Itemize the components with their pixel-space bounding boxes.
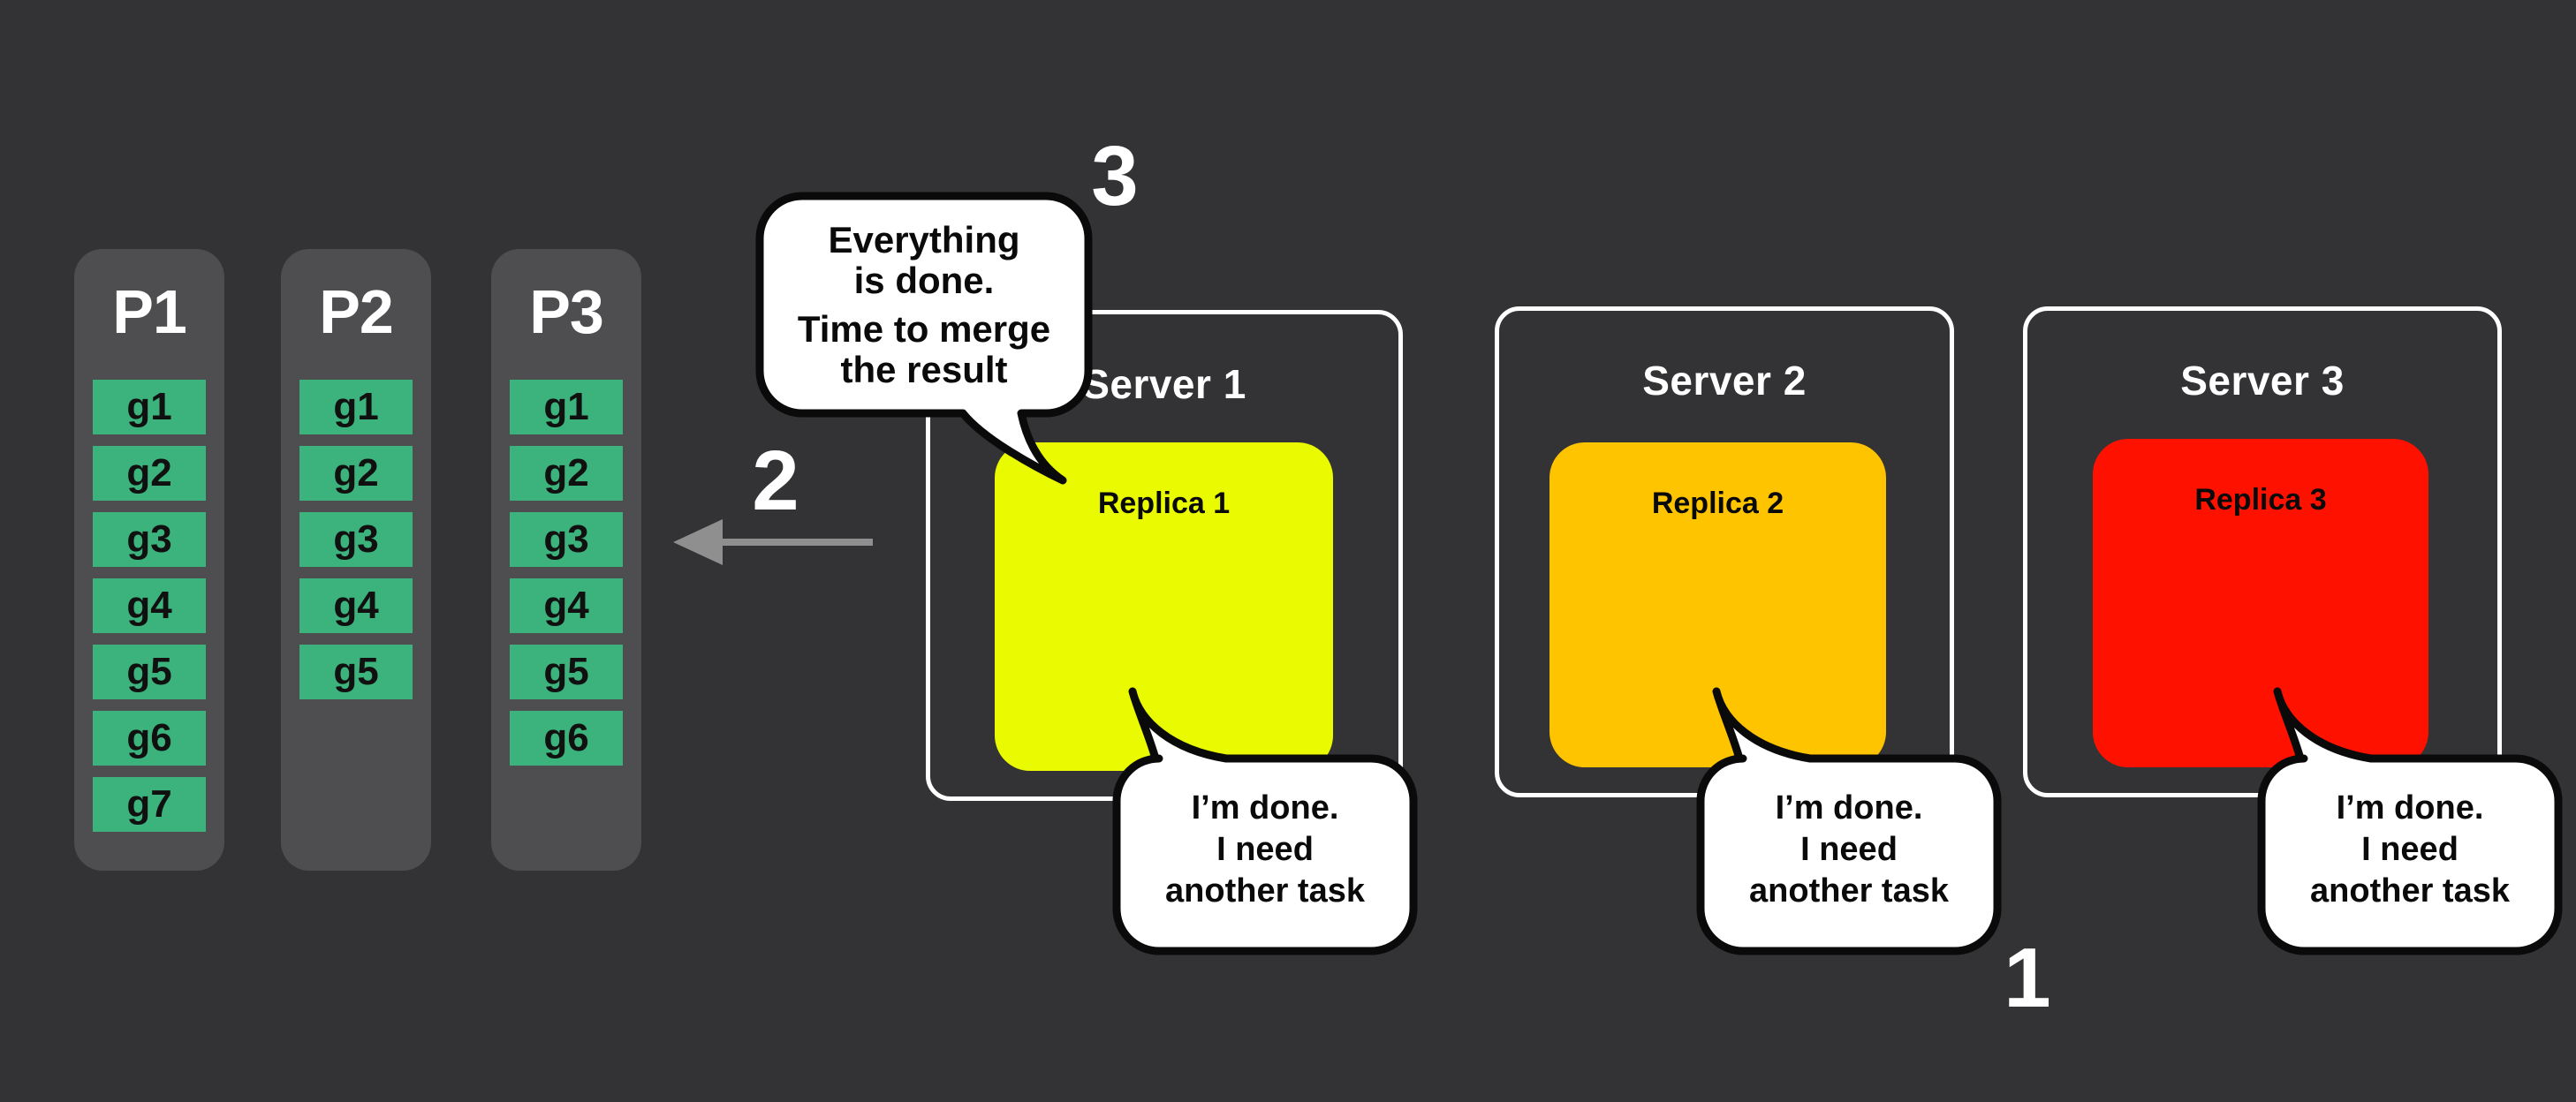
task-cell: g2	[93, 446, 206, 501]
done-speech-text-1: I’m done. I need another task	[1117, 759, 1413, 940]
speech-line: Time to merge	[797, 307, 1051, 350]
speech-line: I’m done.	[1775, 789, 1923, 826]
partition-cell-list: g1 g2 g3 g4 g5	[281, 380, 431, 699]
partition-cell-list: g1 g2 g3 g4 g5 g6	[491, 380, 641, 766]
done-speech-bubble-2	[1696, 687, 2002, 955]
speech-line: another task	[2310, 872, 2510, 910]
task-cell: g2	[299, 446, 413, 501]
step-2-label: 2	[752, 434, 799, 528]
merge-speech-text: Everything is done. Time to merge the re…	[763, 203, 1085, 406]
replica-2: Replica 2	[1549, 442, 1886, 767]
merge-speech-bubble	[755, 192, 1093, 485]
task-cell: g4	[510, 578, 623, 633]
server-title: Server 2	[1642, 358, 1807, 404]
task-cell: g5	[299, 645, 413, 699]
task-cell: g3	[299, 512, 413, 567]
task-cell: g1	[510, 380, 623, 434]
task-cell: g4	[93, 578, 206, 633]
speech-line: Everything	[828, 218, 1020, 260]
partition-column-p3: P3 g1 g2 g3 g4 g5 g6	[491, 249, 641, 871]
task-cell: g6	[510, 711, 623, 766]
merge-arrow-icon	[663, 510, 883, 578]
speech-line: I’m done.	[1191, 789, 1339, 826]
replica-3: Replica 3	[2093, 439, 2428, 767]
speech-line: another task	[1749, 872, 1949, 910]
speech-line: I’m done.	[2336, 789, 2484, 826]
task-cell: g3	[93, 512, 206, 567]
speech-line: the result	[840, 348, 1008, 390]
replica-label: Replica 2	[1651, 487, 1784, 520]
partition-cell-list: g1 g2 g3 g4 g5 g6 g7	[74, 380, 224, 832]
speech-line: I need	[1800, 830, 1898, 868]
task-cell: g2	[510, 446, 623, 501]
server-title: Server 3	[2180, 358, 2345, 404]
server-2-box: Server 2 Replica 2	[1495, 306, 1954, 797]
partition-title: P1	[112, 277, 187, 346]
task-cell: g4	[299, 578, 413, 633]
task-cell: g3	[510, 512, 623, 567]
done-speech-bubble-1	[1112, 687, 1418, 955]
task-cell: g6	[93, 711, 206, 766]
speech-line: is done.	[853, 259, 995, 301]
speech-line: I need	[1216, 830, 1314, 868]
task-cell: g7	[93, 777, 206, 832]
partition-title: P3	[529, 277, 604, 346]
server-3-box: Server 3 Replica 3	[2023, 306, 2502, 797]
step-3-label: 3	[1091, 129, 1139, 223]
task-cell: g1	[93, 380, 206, 434]
step-1-label: 1	[2004, 931, 2051, 1025]
replica-label: Replica 1	[1097, 487, 1231, 520]
speech-line: another task	[1165, 872, 1365, 910]
done-speech-text-3: I’m done. I need another task	[2262, 759, 2558, 940]
task-cell: g1	[299, 380, 413, 434]
done-speech-text-2: I’m done. I need another task	[1701, 759, 1997, 940]
task-cell: g5	[93, 645, 206, 699]
done-speech-bubble-3	[2257, 687, 2563, 955]
speech-line: I need	[2361, 830, 2459, 868]
server-title: Server 1	[1082, 361, 1246, 407]
partition-column-p1: P1 g1 g2 g3 g4 g5 g6 g7	[74, 249, 224, 871]
replica-label: Replica 3	[2194, 483, 2327, 517]
partition-title: P2	[319, 277, 394, 346]
replica-1: Replica 1	[995, 442, 1333, 771]
partition-column-p2: P2 g1 g2 g3 g4 g5	[281, 249, 431, 871]
task-cell: g5	[510, 645, 623, 699]
